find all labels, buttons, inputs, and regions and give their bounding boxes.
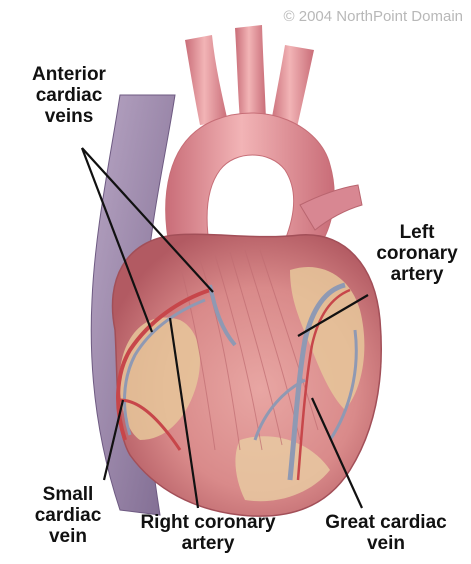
label-line: cardiac <box>4 85 134 106</box>
label-line: vein <box>18 526 118 547</box>
label-line: Anterior <box>4 64 134 85</box>
label-line: Small <box>18 484 118 505</box>
label-great-cardiac-vein: Great cardiac vein <box>304 512 468 554</box>
label-line: artery <box>365 264 469 285</box>
label-line: veins <box>4 106 134 127</box>
copyright-notice: © 2004 NorthPoint Domain <box>284 8 463 25</box>
label-left-coronary-artery: Left coronary artery <box>365 222 469 285</box>
aortic-branch-2 <box>235 25 266 120</box>
label-line: coronary <box>365 243 469 264</box>
label-line: cardiac <box>18 505 118 526</box>
label-line: Left <box>365 222 469 243</box>
label-anterior-cardiac-veins: Anterior cardiac veins <box>4 64 134 127</box>
label-line: artery <box>124 533 292 554</box>
aortic-arch <box>166 113 334 250</box>
aortic-branch-1 <box>185 35 228 125</box>
label-small-cardiac-vein: Small cardiac vein <box>18 484 118 547</box>
label-right-coronary-artery: Right coronary artery <box>124 512 292 554</box>
label-line: vein <box>304 533 468 554</box>
label-line: Right coronary <box>124 512 292 533</box>
label-line: Great cardiac <box>304 512 468 533</box>
